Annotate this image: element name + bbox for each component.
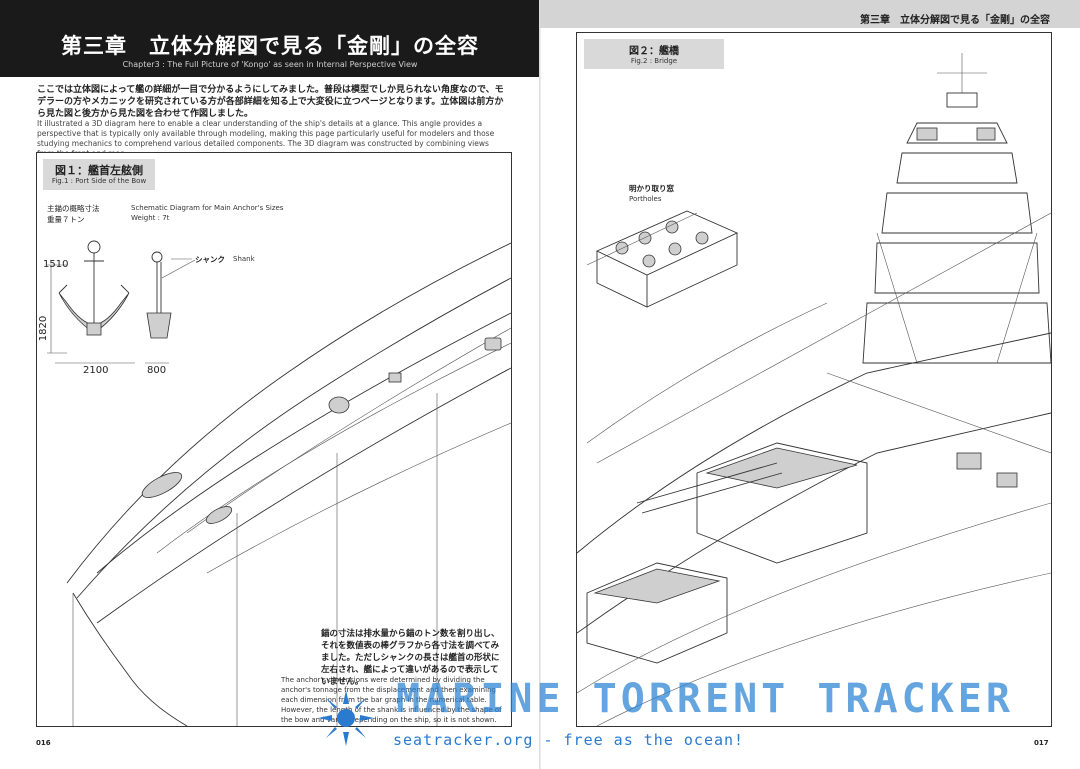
dim-800: 800 xyxy=(147,365,167,376)
figure1-frame: 図１：艦首左舷側 Fig.1 : Port Side of the Bow 主錨… xyxy=(36,152,512,727)
hull-deck xyxy=(66,242,511,726)
page-spine xyxy=(539,0,541,769)
anchor-front-view xyxy=(58,240,130,336)
figure1-title: 図１：艦首左舷側 xyxy=(55,164,143,177)
portholes-label-en: Portholes xyxy=(629,195,662,203)
watermark-title: MARINE TORRENT TRACKER xyxy=(396,676,1014,722)
dim-1820: 1820 xyxy=(38,315,50,342)
bridge-drawing xyxy=(577,53,1051,726)
right-header-band xyxy=(540,0,1080,28)
page-number-left: 016 xyxy=(36,739,51,747)
chapter-title: 第三章 立体分解図で見る「金剛」の全容 xyxy=(61,34,479,58)
anchor-side-view xyxy=(146,251,172,339)
page-number-right: 017 xyxy=(1034,739,1049,747)
chapter-subtitle: Chapter3 : The Full Picture of 'Kongo' a… xyxy=(122,60,418,69)
bow-drawing xyxy=(47,240,511,726)
portholes-detail xyxy=(586,210,739,308)
anchor-notes-jp: 錨の寸法は排水量から錨のトン数を割り出し、それを数値表の棒グラフから各寸法を調べ… xyxy=(321,629,500,687)
left-page: 第三章 立体分解図で見る「金剛」の全容 Chapter3 : The Full … xyxy=(0,0,540,747)
figure1-label-box: 図１：艦首左舷側 Fig.1 : Port Side of the Bow xyxy=(43,159,155,190)
anchor-label-en-1: Schematic Diagram for Main Anchor's Size… xyxy=(131,204,284,212)
anchor-notes-en: The anchor's dimensions were determined … xyxy=(281,676,502,724)
intro-text-jp: ここでは立体図によって艦の詳細が一目で分かるようにしてみました。普段は模型でしか… xyxy=(37,85,504,119)
portholes-label-jp: 明かり取り窓 xyxy=(629,184,674,193)
pagoda-mast xyxy=(862,53,1051,364)
shank-label-en: Shank xyxy=(233,255,255,263)
figure2-frame: 図２：艦橋 Fig.2 : Bridge 明かり取り窓 Portholes xyxy=(576,32,1052,727)
anchor-label-jp-1: 主錨の概略寸法 xyxy=(47,204,100,213)
figure1-subtitle: Fig.1 : Port Side of the Bow xyxy=(51,177,147,185)
right-page-header: 第三章 立体分解図で見る「金剛」の全容 xyxy=(860,15,1050,26)
chapter-banner: 第三章 立体分解図で見る「金剛」の全容 Chapter3 : The Full … xyxy=(0,0,540,77)
sun-logo-icon xyxy=(318,690,374,746)
anchor-label-en-2: Weight : 7t xyxy=(131,214,170,222)
dim-2100: 2100 xyxy=(83,365,109,376)
deck-and-turrets xyxy=(577,212,1051,726)
figure2-subtitle: Fig.2 : Bridge xyxy=(630,57,678,65)
dim-1510: 1510 xyxy=(43,259,69,270)
figure2-title: 図２：艦橋 xyxy=(629,46,679,57)
figure2-label-box: 図２：艦橋 Fig.2 : Bridge xyxy=(584,39,724,69)
anchor-label-jp-2: 重量７トン xyxy=(47,215,85,224)
watermark-tagline: seatracker.org - free as the ocean! xyxy=(393,731,745,749)
shank-label-jp: シャンク xyxy=(195,255,225,264)
